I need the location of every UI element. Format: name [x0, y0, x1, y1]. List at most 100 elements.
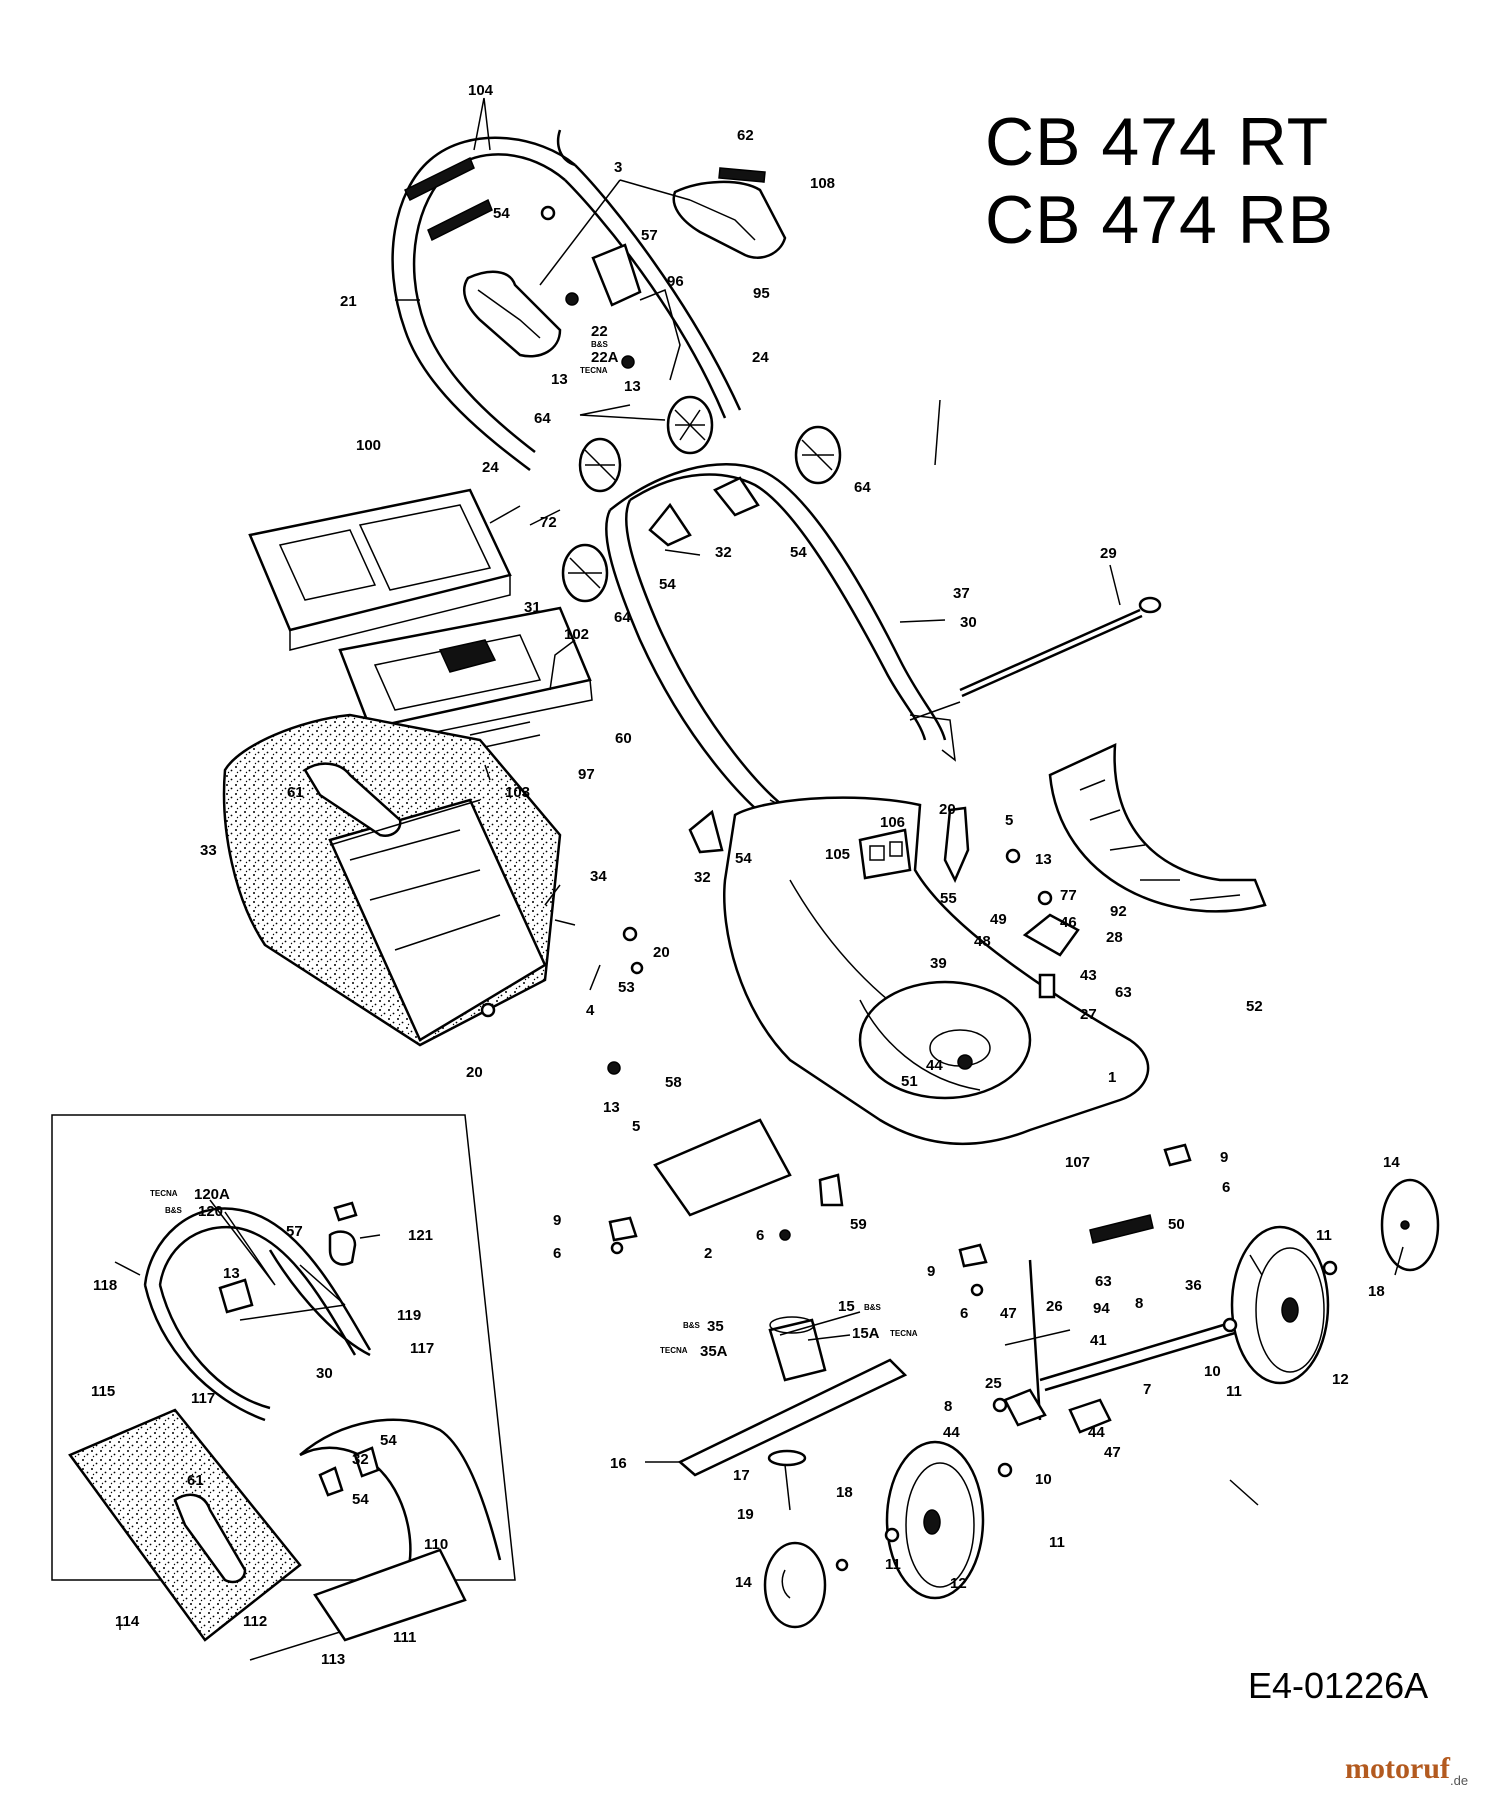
label-41: 41 — [1090, 1332, 1107, 1349]
label-24: 24 — [752, 349, 769, 366]
label-22A-tecna: TECNA — [580, 366, 608, 375]
label-7: 7 — [1143, 1381, 1151, 1398]
label-117: 117 — [410, 1340, 434, 1357]
label-18: 18 — [836, 1484, 853, 1501]
label-35: 35 — [707, 1318, 724, 1335]
watermark-tld: .de — [1449, 1773, 1469, 1788]
label-62: 62 — [737, 127, 754, 144]
label-13: 13 — [624, 378, 641, 395]
grass-catcher-bag — [222, 713, 562, 1047]
label-92: 92 — [1110, 903, 1127, 920]
label-63: 63 — [1115, 984, 1132, 1001]
label-117: 117 — [191, 1390, 215, 1407]
label-94: 94 — [1093, 1300, 1110, 1317]
rear-wheel-right — [1230, 1225, 1330, 1385]
label-54: 54 — [659, 576, 676, 593]
label-13: 13 — [603, 1099, 620, 1116]
leader-lines — [114, 97, 1404, 1630]
label-5: 5 — [632, 1118, 640, 1135]
label-57: 57 — [641, 227, 658, 244]
label-11: 11 — [885, 1556, 901, 1573]
label-24: 24 — [482, 459, 499, 476]
label-64: 64 — [854, 479, 871, 496]
label-12: 12 — [950, 1575, 967, 1592]
label-51: 51 — [901, 1073, 918, 1090]
label-63: 63 — [1095, 1273, 1112, 1290]
label-54: 54 — [352, 1491, 369, 1508]
label-108: 108 — [810, 175, 835, 192]
label-107: 107 — [1065, 1154, 1090, 1171]
upper-handle — [391, 129, 742, 471]
label-30: 30 — [960, 614, 977, 631]
label-5: 5 — [1005, 812, 1013, 829]
label-21: 21 — [340, 293, 357, 310]
label-120: 120 — [198, 1203, 223, 1220]
label-16: 16 — [610, 1455, 627, 1472]
label-35A-tecna: TECNA — [660, 1346, 688, 1355]
label-113: 113 — [321, 1651, 345, 1668]
label-6: 6 — [960, 1305, 968, 1322]
deck-plates — [608, 1118, 1192, 1268]
label-9: 9 — [553, 1212, 561, 1229]
label-54: 54 — [380, 1432, 397, 1449]
grass-catcher-lid — [248, 488, 512, 651]
handle-knobs-upper — [561, 395, 842, 603]
label-44: 44 — [926, 1057, 943, 1074]
label-29: 29 — [1100, 545, 1117, 562]
label-61: 61 — [187, 1472, 204, 1489]
label-20: 20 — [466, 1064, 483, 1081]
label-12: 12 — [1332, 1371, 1349, 1388]
label-49: 49 — [990, 911, 1007, 928]
label-6: 6 — [553, 1245, 561, 1262]
inset-alternate-parts — [51, 1114, 516, 1661]
watermark-logo: motoruf.de — [1345, 1752, 1468, 1788]
label-32: 32 — [715, 544, 732, 561]
handle-grips — [403, 156, 766, 242]
label-22A: 22A — [591, 349, 619, 366]
label-96: 96 — [667, 273, 684, 290]
label-18: 18 — [1368, 1283, 1385, 1300]
label-39: 39 — [930, 955, 947, 972]
label-105: 105 — [825, 846, 850, 863]
label-120-bs: B&S — [165, 1206, 183, 1215]
label-50: 50 — [1168, 1216, 1185, 1233]
label-48: 48 — [974, 933, 991, 950]
cutting-blade — [677, 1358, 908, 1511]
label-34: 34 — [590, 868, 607, 885]
label-15: 15 — [838, 1298, 855, 1315]
label-97: 97 — [578, 766, 595, 783]
label-3: 3 — [614, 159, 622, 176]
label-37: 37 — [953, 585, 970, 602]
label-102: 102 — [564, 626, 589, 643]
label-11: 11 — [1226, 1383, 1242, 1400]
label-47: 47 — [1000, 1305, 1017, 1322]
label-47: 47 — [1104, 1444, 1121, 1461]
label-25: 25 — [985, 1375, 1002, 1392]
label-13: 13 — [551, 371, 568, 388]
rear-deflector-flap — [1048, 742, 1267, 913]
label-119: 119 — [397, 1307, 421, 1324]
fasteners — [480, 205, 1338, 1572]
label-110: 110 — [424, 1536, 448, 1553]
label-11: 11 — [1316, 1227, 1332, 1244]
label-33: 33 — [200, 842, 217, 859]
label-27: 27 — [1080, 1006, 1097, 1023]
label-118: 118 — [93, 1277, 117, 1294]
label-26: 26 — [1046, 1298, 1063, 1315]
label-15A: 15A — [852, 1325, 880, 1342]
label-9: 9 — [927, 1263, 935, 1280]
label-77: 77 — [1060, 887, 1077, 904]
label-59: 59 — [850, 1216, 867, 1233]
label-54: 54 — [735, 850, 752, 867]
label-19: 19 — [737, 1506, 754, 1523]
label-52: 52 — [1246, 998, 1263, 1015]
label-1: 1 — [1108, 1069, 1116, 1086]
mower-deck — [723, 796, 1150, 1146]
operating-cable-rod — [909, 596, 1162, 721]
label-4: 4 — [586, 1002, 595, 1019]
quick-release-levers — [648, 476, 760, 854]
label-43: 43 — [1080, 967, 1097, 984]
label-11: 11 — [1049, 1534, 1065, 1551]
label-30: 30 — [316, 1365, 333, 1382]
